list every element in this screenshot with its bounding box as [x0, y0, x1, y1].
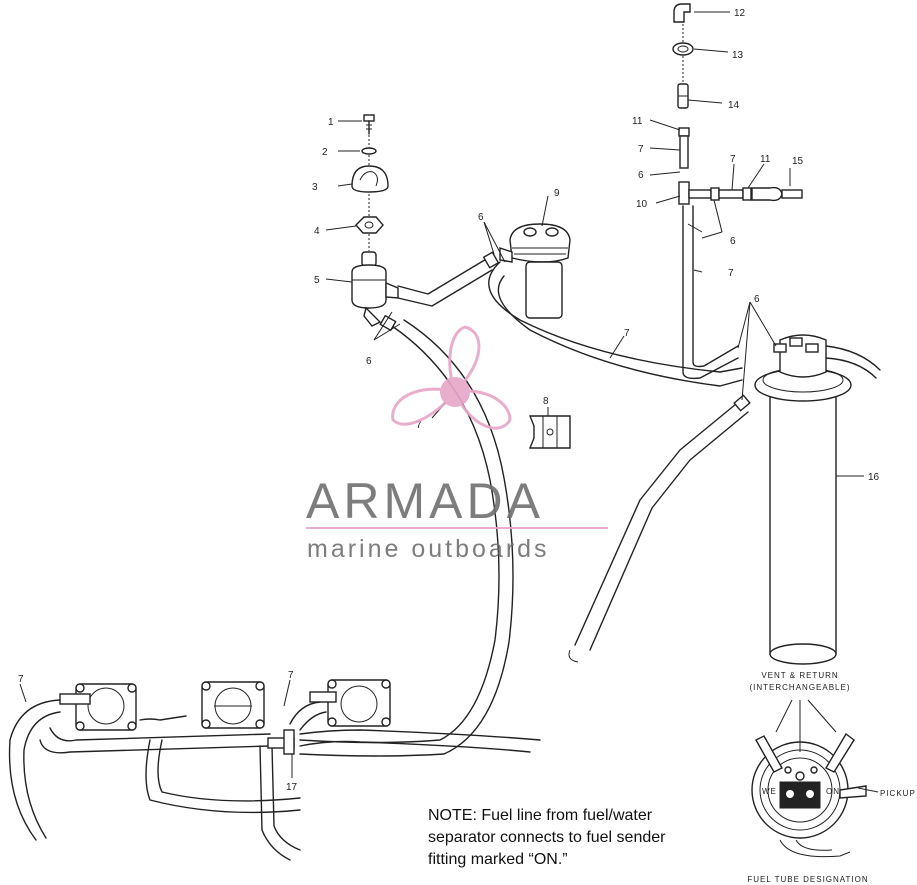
callout-6-sender: 6 [754, 294, 760, 305]
part-12-elbow [673, 3, 691, 23]
callout-11-upper: 11 [632, 116, 643, 127]
callout-6-filter: 6 [366, 356, 372, 367]
callout-3: 3 [312, 182, 318, 193]
propeller-logo [391, 325, 512, 430]
callout-7-primer-hose: 7 [728, 268, 734, 279]
hose-sender-to-tank [568, 394, 751, 663]
callout-6-tee: 6 [730, 236, 736, 247]
callout-2: 2 [322, 147, 328, 158]
part-11-clamp-upper [678, 127, 690, 137]
callout-13: 13 [732, 50, 744, 61]
callout-7-left: 7 [18, 674, 24, 685]
inset-interchangeable-label: (INTERCHANGEABLE) [749, 683, 850, 692]
callout-8: 8 [543, 396, 549, 407]
callout-5: 5 [314, 275, 320, 286]
inset-fitting-on: ON [826, 787, 840, 796]
hose-filter-to-separator [397, 251, 500, 307]
inset-fuel-tube-designation [751, 699, 879, 858]
callout-1: 1 [328, 117, 334, 128]
carburetor-hoses [8, 699, 541, 861]
inset-pickup-label: PICKUP [880, 789, 916, 798]
part-13-clamp [672, 24, 694, 56]
leader-lines [19, 11, 864, 778]
part-14-connector [677, 56, 689, 109]
callout-16: 16 [868, 472, 880, 483]
callout-14: 14 [728, 100, 740, 111]
hose-separator-to-sender [488, 261, 743, 387]
fuel-line-note: NOTE: Fuel line from fuel/water separato… [428, 807, 666, 868]
callout-6-upper: 6 [638, 170, 644, 181]
part-2-washer [361, 135, 377, 155]
callout-7-upper: 7 [638, 144, 644, 155]
part-5-fuel-filter [351, 234, 399, 327]
note-line-2: separator connects to fuel sender [428, 829, 666, 846]
inset-vent-return-label: VENT & RETURN [761, 671, 838, 680]
part-7-hose-short [679, 135, 689, 169]
part-3-bracket [351, 155, 389, 193]
part-8-clip [528, 415, 571, 449]
carburetor-3 [309, 679, 391, 727]
callout-6-separator: 6 [478, 212, 484, 223]
hose-primer-to-sender [682, 205, 739, 380]
brand-name: ARMADA [306, 473, 544, 529]
armada-watermark: ARMADA marine outboards [306, 325, 608, 563]
carburetor-2 [201, 681, 265, 729]
part-15-check-valve [751, 186, 803, 202]
note-line-3: fitting marked “ON.” [428, 851, 568, 868]
part-17-tee-fitting [267, 729, 295, 755]
part-10-tee [678, 181, 712, 205]
part-11-clamp-side [710, 187, 752, 201]
callout-4: 4 [314, 226, 320, 237]
callout-7-separator-hose: 7 [624, 328, 630, 339]
part-1-screw [363, 114, 375, 135]
callout-11-side: 11 [760, 154, 771, 165]
brand-tagline: marine outboards [307, 535, 550, 563]
callout-numbers: 1 2 3 4 5 6 6 6 6 6 7 7 7 7 7 7 7 7 8 9 … [18, 8, 880, 793]
inset-caption: FUEL TUBE DESIGNATION [747, 875, 868, 884]
callout-9: 9 [554, 188, 560, 199]
note-line-1: NOTE: Fuel line from fuel/water [428, 807, 653, 824]
callout-12: 12 [734, 8, 746, 19]
part-16-fuel-sender [754, 334, 881, 665]
part-9-water-separator [499, 223, 571, 319]
callout-7-side: 7 [730, 154, 736, 165]
carburetor-1 [59, 683, 137, 731]
callout-7-main: 7 [416, 420, 422, 431]
part-4-mount-plate [355, 194, 384, 234]
callout-7-carb: 7 [288, 670, 294, 681]
inset-labels: VENT & RETURN (INTERCHANGEABLE) PICKUP W… [747, 671, 916, 884]
inset-fitting-we: WE [762, 787, 777, 796]
callout-15: 15 [792, 156, 804, 167]
callout-17: 17 [286, 782, 298, 793]
callout-10: 10 [636, 199, 648, 210]
